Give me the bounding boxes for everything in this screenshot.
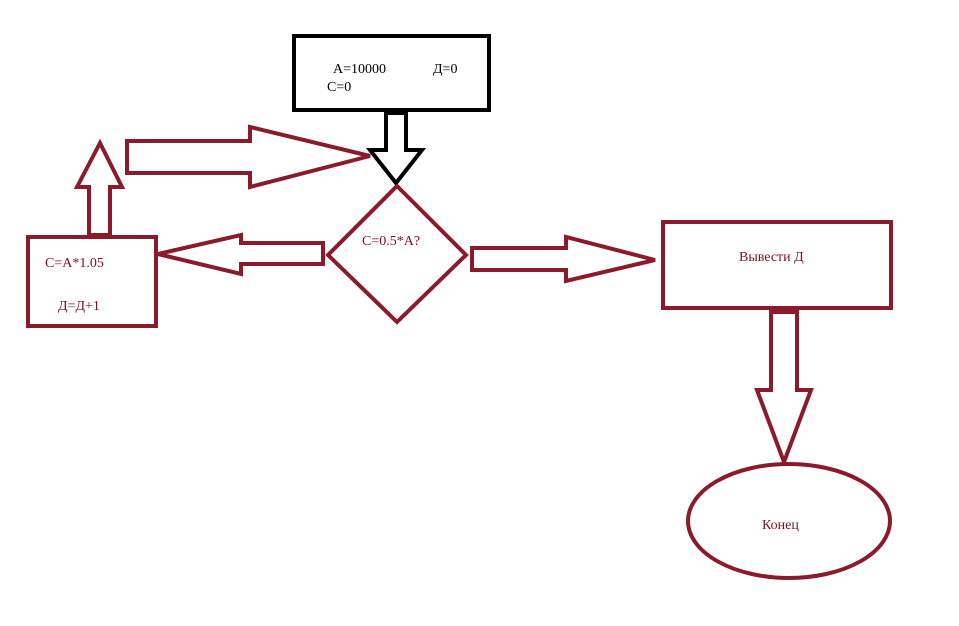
- arrow-start-to-decision: [365, 111, 427, 187]
- output-box: [661, 220, 893, 310]
- loop-body-box: [26, 235, 158, 328]
- end-label: Конец: [762, 518, 799, 533]
- arrow-decision-to-loop: [157, 232, 325, 277]
- start-box: [292, 34, 491, 112]
- arrow-output-to-end: [754, 310, 814, 468]
- decision-label: C=0.5*A?: [362, 234, 420, 249]
- start-c-label: C=0: [327, 80, 351, 95]
- loop-body-line2: Д=Д+1: [58, 299, 100, 314]
- arrow-loop-up: [73, 138, 126, 237]
- start-a-label: A=10000: [333, 62, 386, 77]
- loop-body-line1: C=A*1.05: [45, 256, 104, 271]
- end-ellipse: [686, 462, 892, 580]
- arrow-decision-to-output: [470, 234, 656, 284]
- arrow-loop-back-to-decision: [125, 124, 371, 190]
- start-d-label: Д=0: [433, 62, 457, 77]
- output-label: Вывести Д: [739, 250, 804, 265]
- decision-diamond: [325, 183, 469, 325]
